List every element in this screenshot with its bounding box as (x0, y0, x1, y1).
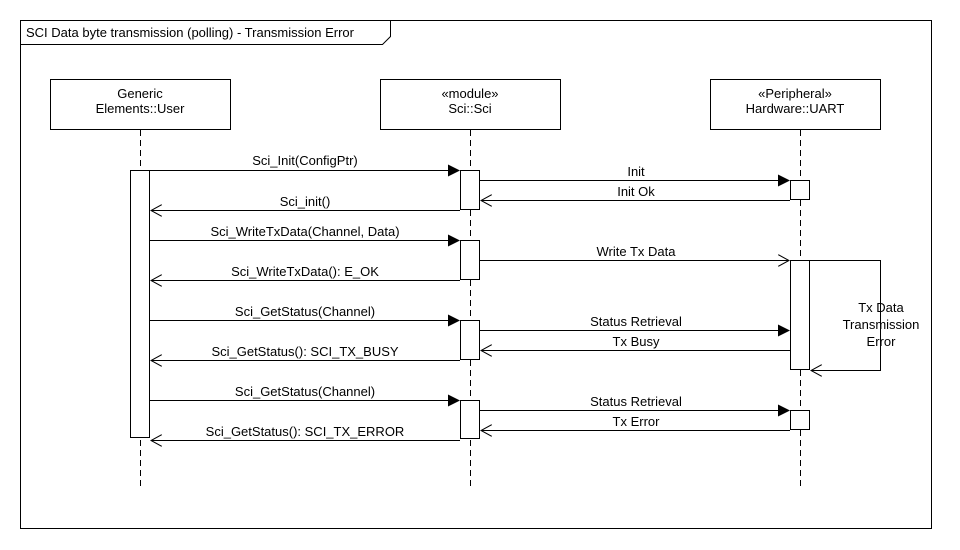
activation-uart-2 (790, 260, 810, 370)
activation-sci-3 (460, 320, 480, 360)
message-get-status-1: Sci_GetStatus(Channel) (150, 304, 460, 327)
message-status-retrieval-1: Status Retrieval (480, 314, 790, 337)
lifeline-sci-line2: Sci::Sci (448, 101, 491, 116)
message-get-status-busy-reply: Sci_GetStatus(): SCI_TX_BUSY (151, 344, 460, 361)
message-tx-busy: Tx Busy (481, 334, 790, 351)
message-sci-init-reply: Sci_init() (151, 194, 460, 211)
self-message-arrow (810, 260, 881, 371)
lifeline-head-uart (710, 79, 881, 130)
message-label: Tx Error (613, 414, 661, 429)
message-init-ok: Init Ok (481, 184, 790, 201)
message-tx-error: Tx Error (481, 414, 790, 431)
message-label: Sci_Init(ConfigPtr) (252, 153, 357, 168)
message-sci-init: Sci_Init(ConfigPtr) (150, 153, 460, 177)
lifeline-user-line2: Elements::User (96, 101, 186, 116)
activation-sci-1 (460, 170, 480, 210)
message-label: Sci_init() (280, 194, 331, 209)
activation-sci-2 (460, 240, 480, 280)
self-message-tx-error: Tx Data Transmission Error (810, 260, 920, 371)
activation-uart-3 (790, 410, 810, 430)
message-label: Tx Busy (613, 334, 660, 349)
activation-uart-1 (790, 180, 810, 200)
self-message-line1: Tx Data (858, 300, 904, 315)
lifeline-head-sci (380, 79, 561, 130)
message-label: Sci_WriteTxData(Channel, Data) (210, 224, 399, 239)
message-label: Sci_GetStatus(Channel) (235, 304, 375, 319)
message-get-status-error-reply: Sci_GetStatus(): SCI_TX_ERROR (151, 424, 460, 441)
message-init: Init (480, 164, 790, 187)
message-label: Sci_GetStatus(): SCI_TX_ERROR (206, 424, 405, 439)
lifeline-uart: «Peripheral» Hardware::UART (710, 79, 881, 490)
lifeline-sci-line1: «module» (441, 86, 498, 101)
self-message-line2: Transmission (843, 317, 920, 332)
message-get-status-2: Sci_GetStatus(Channel) (150, 384, 460, 407)
lifeline-uart-line1: «Peripheral» (758, 86, 832, 101)
message-label: Status Retrieval (590, 394, 682, 409)
message-label: Sci_GetStatus(Channel) (235, 384, 375, 399)
message-write-tx-data-reply: Sci_WriteTxData(): E_OK (151, 264, 460, 281)
lifeline-sci: «module» Sci::Sci (380, 79, 561, 490)
lifeline-uart-line2: Hardware::UART (746, 101, 845, 116)
self-message-line3: Error (867, 334, 897, 349)
frame-title-tab (20, 20, 391, 45)
frame-title: SCI Data byte transmission (polling) - T… (26, 25, 355, 40)
message-label: Write Tx Data (597, 244, 677, 259)
message-status-retrieval-2: Status Retrieval (480, 394, 790, 417)
message-write-tx-data-uart: Write Tx Data (480, 244, 789, 261)
lifeline-head-user (50, 79, 231, 130)
message-label: Sci_WriteTxData(): E_OK (231, 264, 379, 279)
activation-sci-4 (460, 400, 480, 439)
message-label: Status Retrieval (590, 314, 682, 329)
message-write-tx-data: Sci_WriteTxData(Channel, Data) (150, 224, 460, 247)
lifeline-user-line1: Generic (117, 86, 163, 101)
message-label: Init (627, 164, 645, 179)
message-label: Sci_GetStatus(): SCI_TX_BUSY (211, 344, 398, 359)
diagram-frame (20, 20, 932, 529)
activation-user (130, 170, 150, 438)
message-label: Init Ok (617, 184, 655, 199)
